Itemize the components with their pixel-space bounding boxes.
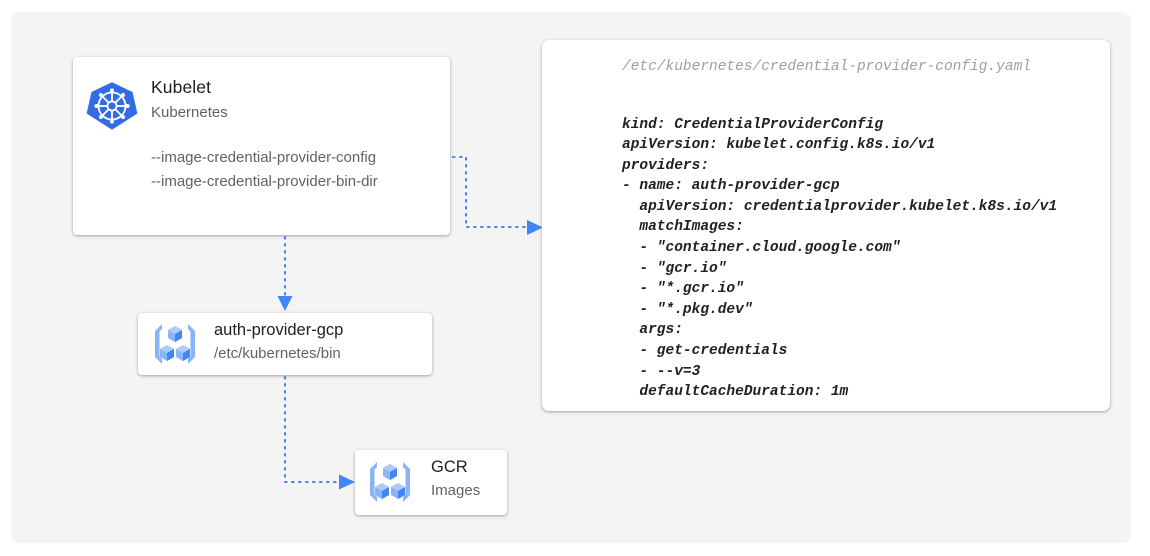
kubelet-flag-bin-dir: --image-credential-provider-bin-dir xyxy=(151,173,378,190)
kubernetes-helm-icon xyxy=(86,82,138,130)
auth-provider-gcp-card[interactable]: auth-provider-gcp /etc/kubernetes/bin xyxy=(138,313,432,375)
gcr-title: GCR xyxy=(431,458,468,476)
cube-right xyxy=(391,483,405,499)
kubelet-card[interactable]: Kubelet Kubernetes --image-credential-pr… xyxy=(73,57,450,235)
cube-left xyxy=(375,483,389,499)
gcr-card[interactable]: GCR Images xyxy=(355,450,507,515)
container-registry-icon xyxy=(155,324,195,364)
cube-right xyxy=(176,345,190,361)
auth-provider-gcp-path: /etc/kubernetes/bin xyxy=(214,345,341,362)
gcr-subtitle: Images xyxy=(431,482,481,499)
cube-top xyxy=(168,326,182,342)
container-registry-icon xyxy=(370,462,410,502)
kubelet-flag-config: --image-credential-provider-config xyxy=(151,149,377,166)
kubelet-subtitle: Kubernetes xyxy=(151,104,228,121)
kubelet-title: Kubelet xyxy=(151,77,212,97)
auth-provider-gcp-title: auth-provider-gcp xyxy=(214,321,344,339)
config-file-path: /etc/kubernetes/credential-provider-conf… xyxy=(622,59,1031,75)
cube-left xyxy=(160,345,174,361)
cube-top xyxy=(383,464,397,480)
config-yaml-content: kind: CredentialProviderConfig apiVersio… xyxy=(622,116,1058,401)
credential-provider-config-panel[interactable]: /etc/kubernetes/credential-provider-conf… xyxy=(542,40,1110,411)
